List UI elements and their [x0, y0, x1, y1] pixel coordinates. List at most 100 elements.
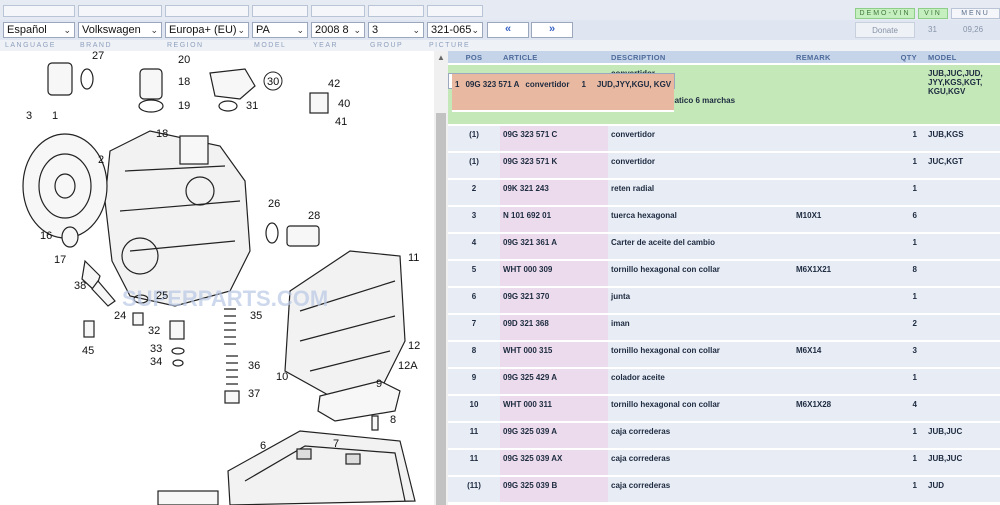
- callout-16[interactable]: 16: [40, 230, 52, 242]
- callout-40[interactable]: 40: [338, 98, 350, 110]
- cell-article[interactable]: 09G 325 429 A: [500, 368, 608, 396]
- diagram-scrollbar[interactable]: ▲: [434, 51, 448, 505]
- cell-article[interactable]: 09G 321 361 A: [500, 233, 608, 261]
- cell-article[interactable]: 09D 321 368: [500, 314, 608, 342]
- callout-8[interactable]: 8: [390, 414, 396, 426]
- callout-6[interactable]: 6: [260, 440, 266, 452]
- scrollbar-thumb[interactable]: [436, 113, 446, 505]
- callout-37[interactable]: 37: [248, 388, 260, 400]
- cell-remark: [572, 74, 579, 112]
- next-picture-button[interactable]: »: [531, 22, 573, 38]
- callout-18[interactable]: 18: [178, 76, 190, 88]
- cell-article[interactable]: 09G 325 039 AX: [500, 449, 608, 477]
- donate-button[interactable]: Donate: [855, 22, 915, 38]
- cell-qty: 1: [885, 179, 925, 207]
- callout-12A[interactable]: 12A: [398, 360, 418, 372]
- callout-32[interactable]: 32: [148, 325, 160, 337]
- cell-remark: M10X1: [793, 206, 885, 234]
- cell-description: caja correderas: [608, 449, 793, 477]
- cell-description: reten radial: [608, 179, 793, 207]
- cell-article[interactable]: WHT 000 311: [500, 395, 608, 423]
- callout-28[interactable]: 28: [308, 210, 320, 222]
- cell-pos: 3: [448, 206, 500, 234]
- cell-article[interactable]: 09K 321 243: [500, 179, 608, 207]
- callout-26[interactable]: 26: [268, 198, 280, 210]
- callout-42[interactable]: 42: [328, 78, 340, 90]
- callout-31[interactable]: 31: [246, 100, 258, 112]
- cell-model: JUB,JUC: [925, 422, 1000, 450]
- callout-36[interactable]: 36: [248, 360, 260, 372]
- callout-38[interactable]: 38: [74, 280, 86, 292]
- callout-1[interactable]: 1: [52, 110, 58, 122]
- cell-article[interactable]: 09G 325 039 A: [500, 422, 608, 450]
- callout-10[interactable]: 10: [276, 371, 288, 383]
- cell-article[interactable]: N 101 692 01: [500, 206, 608, 234]
- cell-article[interactable]: WHT 000 309: [500, 260, 608, 288]
- callout-20[interactable]: 20: [178, 54, 190, 66]
- region-select[interactable]: Europa+ (EU)⌄: [165, 22, 249, 38]
- callout-7[interactable]: 7: [333, 438, 339, 450]
- chevron-down-icon: ⌄: [150, 25, 158, 35]
- callout-3[interactable]: 3: [26, 110, 32, 122]
- cell-model: [925, 179, 1000, 207]
- callout-12[interactable]: 12: [408, 340, 420, 352]
- group-select[interactable]: 3⌄: [368, 22, 424, 38]
- callout-33[interactable]: 33: [150, 343, 162, 355]
- cell-article[interactable]: WHT 000 315: [500, 341, 608, 369]
- callout-45[interactable]: 45: [82, 345, 94, 357]
- scroll-up-icon[interactable]: ▲: [437, 53, 445, 62]
- model-select[interactable]: PA⌄: [252, 22, 308, 38]
- vin-button[interactable]: VIN: [918, 8, 948, 19]
- menu-button[interactable]: MENU: [951, 8, 1000, 19]
- prev-picture-button[interactable]: «: [487, 22, 529, 38]
- callout-25[interactable]: 25: [156, 290, 168, 302]
- callout-11[interactable]: 11: [408, 252, 419, 264]
- cell-description: tornillo hexagonal con collar: [608, 260, 793, 288]
- callout-9[interactable]: 9: [376, 378, 382, 390]
- brand-select[interactable]: Volkswagen⌄: [78, 22, 162, 38]
- remark-header: REMARK: [793, 51, 885, 65]
- callout-34[interactable]: 34: [150, 356, 162, 368]
- callout-27[interactable]: 27: [92, 51, 104, 62]
- cell-article[interactable]: 09G 323 571 K: [500, 152, 608, 180]
- callout-35[interactable]: 35: [250, 310, 262, 322]
- callout-41[interactable]: 41: [335, 116, 347, 128]
- chevron-down-icon: ⌄: [412, 25, 420, 35]
- picture-select[interactable]: 321-065⌄: [427, 22, 483, 38]
- cell-article[interactable]: 09G 325 039 B: [500, 476, 608, 504]
- cell-remark: M6X14: [793, 341, 885, 369]
- cell-remark: M6X1X21: [793, 260, 885, 288]
- callout-30[interactable]: 30: [267, 76, 279, 88]
- callout-2[interactable]: 2: [98, 154, 104, 166]
- cell-qty: 1: [885, 126, 925, 153]
- cell-article[interactable]: 09G 321 370: [500, 287, 608, 315]
- callout-19[interactable]: 19: [178, 100, 190, 112]
- year-select[interactable]: 2008 8⌄: [311, 22, 365, 38]
- cell-article[interactable]: 09G 323 571 C: [500, 126, 608, 153]
- callout-24[interactable]: 24: [114, 310, 126, 322]
- callout-18[interactable]: 18: [156, 128, 168, 140]
- cell-pos: 11: [448, 422, 500, 450]
- language-select[interactable]: Español⌄: [3, 22, 75, 38]
- demo-vin-button[interactable]: DEMO-VIN: [855, 8, 915, 19]
- blank-field: [3, 5, 75, 17]
- callout-17[interactable]: 17: [54, 254, 66, 266]
- cell-article[interactable]: 09G 323 571 A: [462, 74, 523, 112]
- label-bar: [0, 40, 1000, 51]
